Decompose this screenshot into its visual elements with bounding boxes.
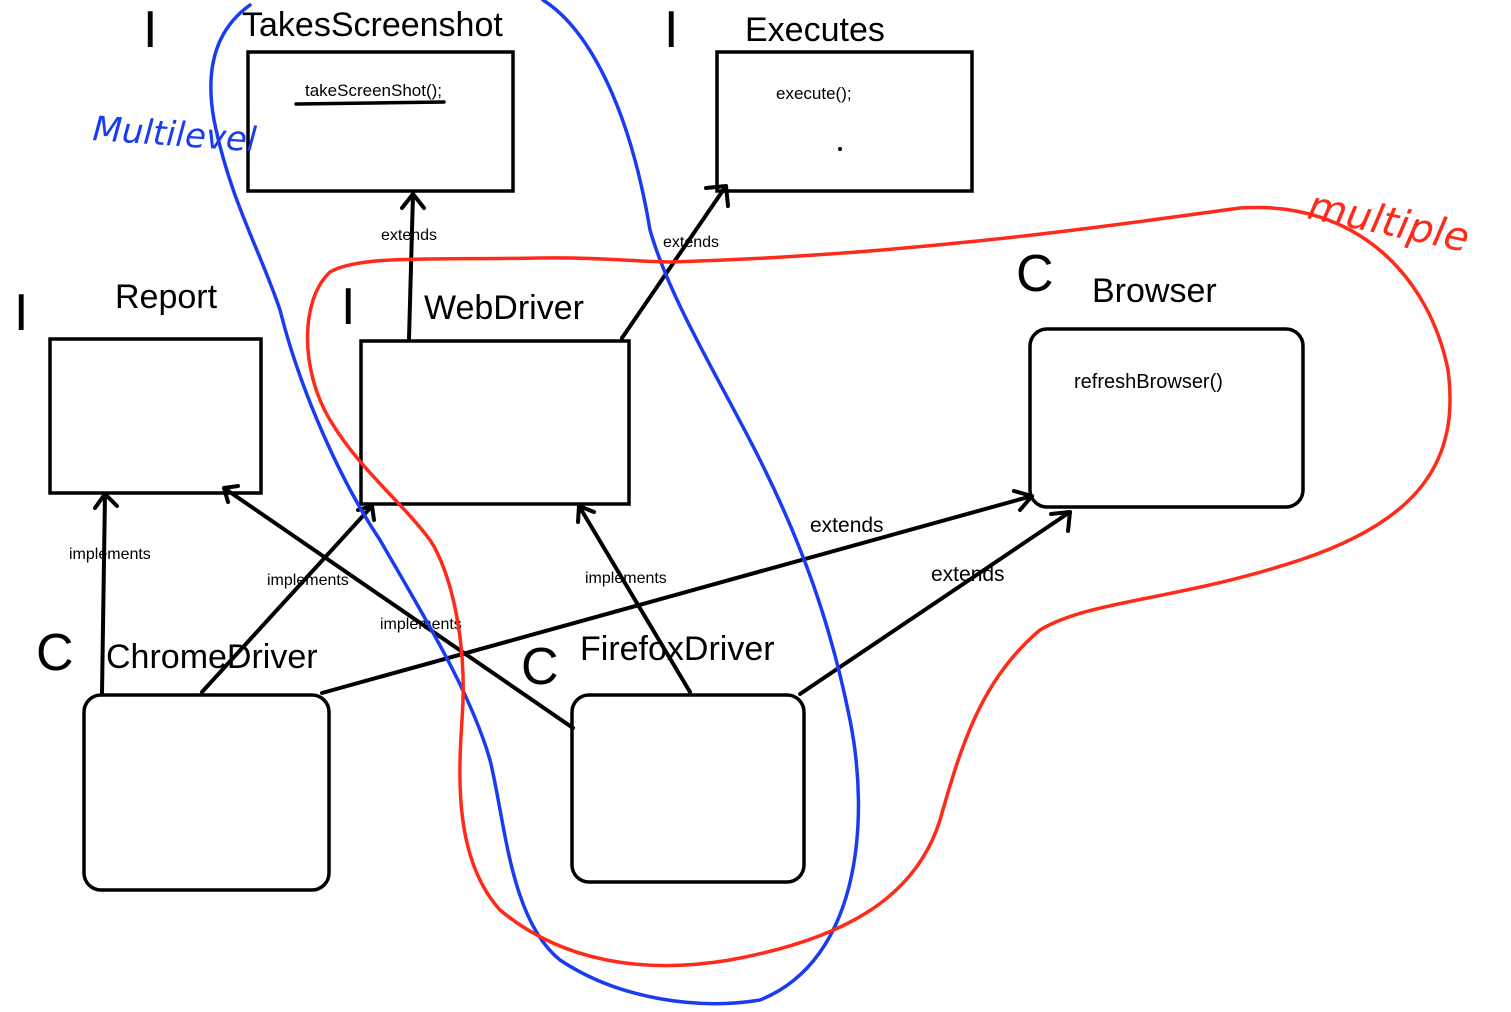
arrowhead-chrome-report	[93, 492, 119, 510]
arrowhead-firefox-browser	[1049, 510, 1072, 533]
edge-label-chrome-report: implements	[69, 546, 151, 563]
arrowhead-chrome-webdriver	[356, 504, 376, 522]
webdriver-box	[359, 339, 631, 506]
blue-multilevel-loop	[209, 0, 861, 1006]
edge-label-firefox-webdriver: implements	[585, 570, 667, 587]
refresh-browser-method: refreshBrowser()	[1074, 371, 1223, 393]
arrowhead-chrome-browser	[1012, 489, 1034, 512]
browser-box	[1028, 327, 1305, 509]
takes-screenshot-kind: I	[143, 1, 157, 59]
takes-screenshot-title: TakesScreenshot	[242, 6, 503, 44]
firefoxdriver-kind: C	[521, 638, 559, 696]
arrowhead-firefox-report	[222, 484, 240, 504]
firefoxdriver-title: FirefoxDriver	[580, 630, 775, 668]
dot-mark	[838, 147, 842, 151]
executes-box	[715, 50, 974, 193]
chromedriver-kind: C	[36, 624, 74, 682]
chromedriver-title: ChromeDriver	[106, 638, 318, 676]
report-box	[48, 337, 263, 495]
edge-chrome-browser	[320, 494, 1034, 695]
method-underline	[294, 100, 446, 106]
edge-label-chrome-webdriver: implements	[267, 572, 349, 589]
blue-multilevel-label: Multilevel	[91, 109, 258, 160]
webdriver-kind: I	[341, 278, 355, 336]
browser-kind: C	[1016, 245, 1054, 303]
execute-method: execute();	[776, 84, 852, 103]
edge-label-firefox-browser: extends	[931, 563, 1005, 586]
chromedriver-box	[82, 693, 331, 892]
edge-firefox-report	[222, 486, 575, 730]
executes-kind: I	[664, 1, 678, 59]
report-title: Report	[115, 278, 218, 316]
executes-title: Executes	[745, 11, 885, 49]
edge-firefox-browser	[798, 510, 1072, 696]
edge-label-chrome-browser: extends	[810, 514, 884, 537]
edge-chrome-webdriver	[200, 504, 374, 694]
browser-title: Browser	[1092, 272, 1217, 310]
edge-label-webdriver-takes: extends	[381, 227, 437, 244]
edge-label-firefox-report: implements	[380, 616, 462, 633]
firefoxdriver-box	[570, 693, 806, 884]
edge-firefox-webdriver	[577, 504, 692, 694]
arrowhead-takes	[400, 192, 426, 210]
arrowhead-executes	[704, 184, 730, 208]
takes-screenshot-box	[246, 50, 515, 193]
red-multiple-loop	[305, 205, 1452, 968]
report-kind: I	[14, 284, 28, 342]
edge-chrome-report	[100, 492, 107, 695]
edge-webdriver-takes	[407, 192, 415, 341]
edge-label-webdriver-executes: extends	[663, 234, 719, 251]
take-screenshot-method: takeScreenShot();	[305, 81, 442, 100]
webdriver-title: WebDriver	[424, 289, 584, 327]
red-multiple-label: multiple	[1304, 183, 1473, 262]
arrowhead-firefox-webdriver	[576, 504, 596, 524]
